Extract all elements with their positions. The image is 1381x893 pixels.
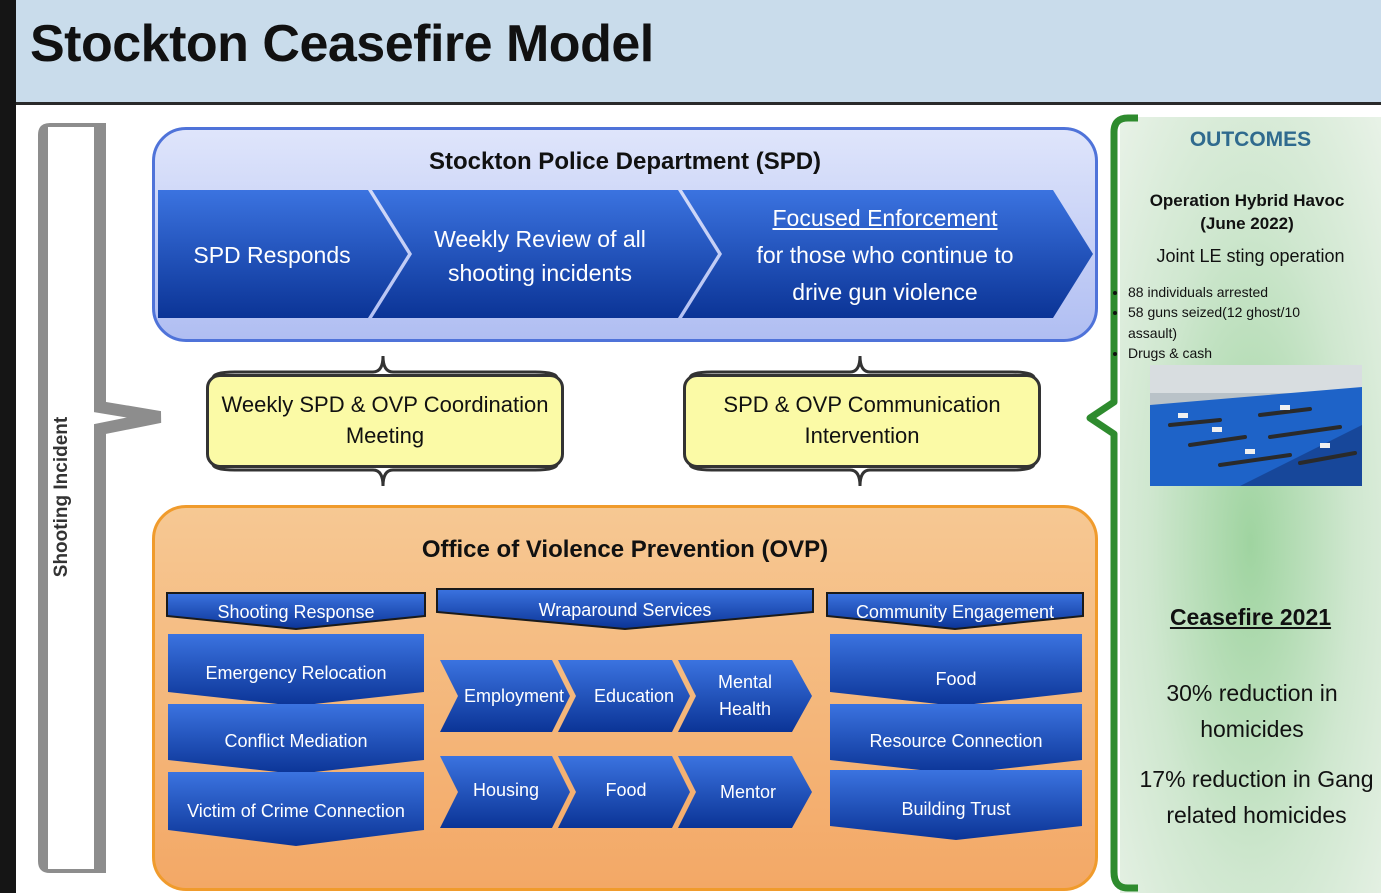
coordination-meeting-box: Weekly SPD & OVP Coordination Meeting	[206, 374, 564, 468]
shooting-response-blocks	[168, 634, 424, 846]
focused-enforcement-label: Focused Enforcement	[772, 205, 998, 231]
outcomes-heading: OUTCOMES	[1189, 128, 1312, 151]
shooting-response-header: Shooting Response	[217, 601, 375, 622]
bullet-arrested: 88 individuals arrested	[1128, 282, 1338, 302]
resource-connection: Resource Connection	[869, 730, 1043, 751]
community-food: Food	[935, 668, 977, 689]
communication-intervention-box: SPD & OVP Communication Intervention	[683, 374, 1041, 468]
wraparound-chevrons	[440, 660, 812, 828]
spd-step-review: Weekly Review of all shooting incidents	[434, 225, 646, 287]
coordination-brace-right	[688, 355, 1036, 487]
page-title: Stockton Ceasefire Model	[30, 15, 654, 73]
wrap-employment: Employment	[463, 685, 565, 706]
conflict-mediation: Conflict Mediation	[224, 730, 368, 751]
spd-chevrons	[158, 190, 1093, 318]
operation-bullets: 88 individuals arrested 58 guns seized(1…	[1112, 282, 1338, 363]
wraparound-header-shape	[436, 588, 814, 630]
spd-step-1-shape	[158, 190, 408, 318]
seized-guns-photo	[1150, 365, 1362, 486]
shooting-incident-bracket	[38, 123, 162, 873]
operation-subtitle: Joint LE sting operation	[1156, 246, 1345, 266]
ovp-title: Office of Violence Prevention (OVP)	[421, 536, 829, 563]
spd-step-2-shape	[372, 190, 718, 318]
wrap-mental-health: Mental Health	[717, 672, 773, 719]
coordination-brace-left	[211, 355, 559, 487]
wraparound-header: Wraparound Services	[538, 599, 712, 620]
spd-title: Stockton Police Department (SPD)	[428, 148, 822, 175]
building-trust: Building Trust	[901, 798, 1011, 819]
emergency-relocation: Emergency Relocation	[205, 662, 387, 683]
focused-enforcement-desc: for those who continue to drive gun viol…	[756, 241, 1014, 305]
spd-step-responds: SPD Responds	[193, 241, 351, 268]
ceasefire-2021-title: Ceasefire 2021	[1169, 604, 1332, 630]
shooting-response-header-shape	[166, 592, 426, 630]
bullet-guns: 58 guns seized(12 ghost/10 assault)	[1128, 302, 1338, 343]
bullet-drugs: Drugs & cash	[1128, 343, 1338, 363]
spd-step-3-shape	[682, 190, 1093, 318]
community-header-shape	[826, 592, 1084, 630]
stat-homicides: 30% reduction in homicides	[1166, 680, 1338, 742]
wrap-housing: Housing	[472, 779, 540, 800]
community-blocks	[830, 634, 1082, 840]
victim-of-crime-connection: Victim of Crime Connection	[187, 800, 405, 821]
shooting-incident-label: Shooting Incident	[51, 416, 72, 578]
spd-step-enforcement: Focused Enforcement for those who contin…	[735, 200, 1035, 310]
outcomes-bracket	[1086, 114, 1138, 892]
wrap-education: Education	[593, 685, 675, 706]
operation-title: Operation Hybrid Havoc (June 2022)	[1149, 191, 1345, 233]
wrap-food: Food	[605, 779, 647, 800]
community-header: Community Engagement	[855, 601, 1055, 622]
title-bar	[16, 0, 1381, 105]
stat-gang-homicides: 17% reduction in Gang related homicides	[1139, 766, 1374, 828]
outcomes-panel	[1120, 117, 1381, 893]
wrap-mentor: Mentor	[719, 781, 777, 802]
